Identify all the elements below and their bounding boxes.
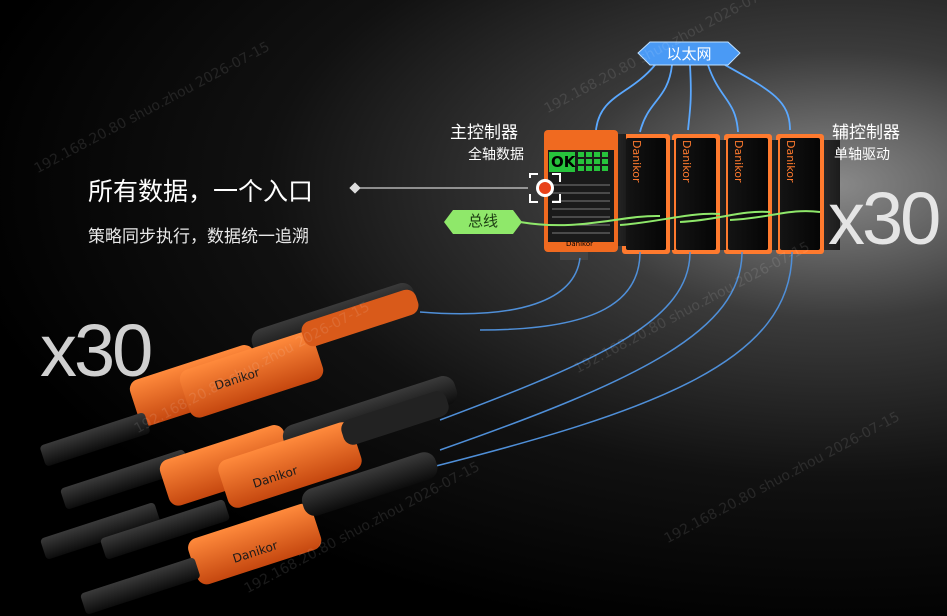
tool-cables (419, 251, 793, 471)
main-controller-subtitle: 全轴数据 (468, 147, 524, 163)
drive-brand-1: Danikor (630, 140, 643, 183)
tool-2 (60, 289, 419, 509)
main-controller-title: 主控制器 (450, 123, 518, 143)
headline: 所有数据，一个入口 (88, 177, 314, 206)
bus-badge (444, 210, 522, 234)
ethernet-label: 以太网 (666, 45, 712, 63)
ethernet-badge (637, 41, 741, 66)
drive-module-4 (776, 134, 840, 254)
aux-controller-subtitle: 单轴驱动 (834, 147, 890, 163)
drive-brand-3: Danikor (732, 140, 745, 183)
bus-label: 总线 (467, 212, 498, 230)
entry-point-marker (349, 173, 561, 203)
drive-brand-4: Danikor (784, 140, 797, 183)
aux-controller-title: 辅控制器 (832, 123, 900, 143)
controller-count: x30 (828, 177, 941, 260)
ethernet-cables (595, 64, 791, 133)
ok-label: OK (551, 153, 576, 171)
bus-line (519, 210, 821, 227)
drive-brand-2: Danikor (680, 140, 693, 183)
tool-count: x30 (40, 309, 153, 392)
tool-4 (100, 391, 449, 559)
tool-5 (80, 452, 438, 614)
main-controller-brand: Danikor (566, 240, 594, 248)
drive-module-3 (724, 134, 778, 254)
subline: 策略同步执行，数据统一追溯 (88, 227, 309, 247)
